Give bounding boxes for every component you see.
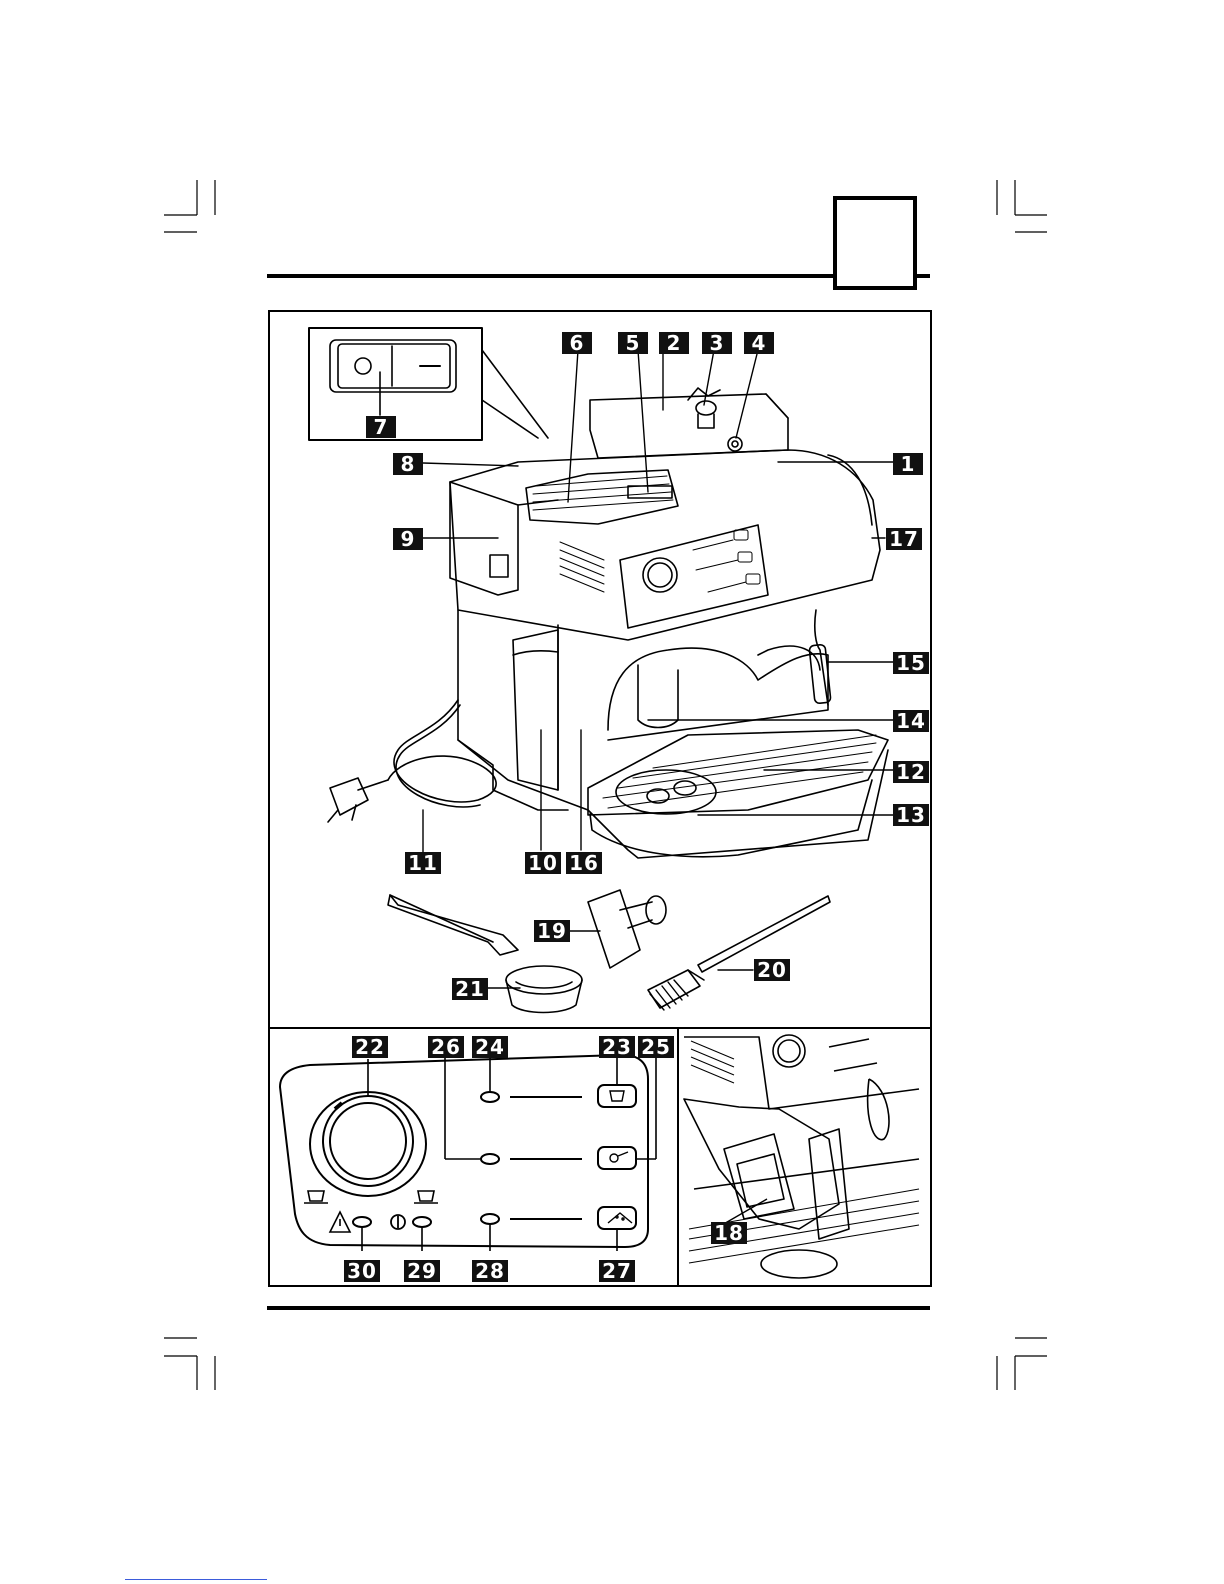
callout-6: 6 bbox=[562, 332, 592, 354]
callout-7: 7 bbox=[366, 416, 396, 438]
callout-21: 21 bbox=[452, 978, 488, 1000]
callout-28: 28 bbox=[472, 1260, 508, 1282]
callout-14: 14 bbox=[893, 710, 929, 732]
callout-1: 1 bbox=[893, 453, 923, 475]
power-icon bbox=[391, 1215, 405, 1229]
language-tab-box bbox=[833, 196, 917, 290]
callout-19: 19 bbox=[534, 920, 570, 942]
hot-water-icon bbox=[608, 1213, 632, 1223]
callout-3: 3 bbox=[702, 332, 732, 354]
control-panel-detail bbox=[270, 1029, 678, 1283]
callout-2: 2 bbox=[659, 332, 689, 354]
callout-15: 15 bbox=[893, 652, 929, 674]
callout-24: 24 bbox=[472, 1036, 508, 1058]
callout-8: 8 bbox=[393, 453, 423, 475]
coffee-cup-strong-icon bbox=[414, 1191, 438, 1203]
callout-29: 29 bbox=[404, 1260, 440, 1282]
callout-27: 27 bbox=[599, 1260, 635, 1282]
callout-22: 22 bbox=[352, 1036, 388, 1058]
callout-5: 5 bbox=[618, 332, 648, 354]
coffee-cup-icon bbox=[304, 1191, 328, 1203]
steam-icon bbox=[610, 1152, 628, 1162]
callout-13: 13 bbox=[893, 804, 929, 826]
callout-9: 9 bbox=[393, 528, 423, 550]
callout-4: 4 bbox=[744, 332, 774, 354]
callout-16: 16 bbox=[566, 852, 602, 874]
callout-17: 17 bbox=[886, 528, 922, 550]
callout-12: 12 bbox=[893, 761, 929, 783]
callout-18: 18 bbox=[711, 1222, 747, 1244]
callout-11: 11 bbox=[405, 852, 441, 874]
page-bottom-rule bbox=[125, 1579, 267, 1580]
footer-rule bbox=[267, 1306, 930, 1310]
header-rule bbox=[267, 274, 930, 278]
callout-30: 30 bbox=[344, 1260, 380, 1282]
callout-23: 23 bbox=[599, 1036, 635, 1058]
callout-25: 25 bbox=[638, 1036, 674, 1058]
callout-10: 10 bbox=[525, 852, 561, 874]
warning-triangle-icon bbox=[330, 1212, 350, 1232]
callout-20: 20 bbox=[754, 959, 790, 981]
callout-26: 26 bbox=[428, 1036, 464, 1058]
espresso-cup-icon bbox=[610, 1091, 624, 1101]
